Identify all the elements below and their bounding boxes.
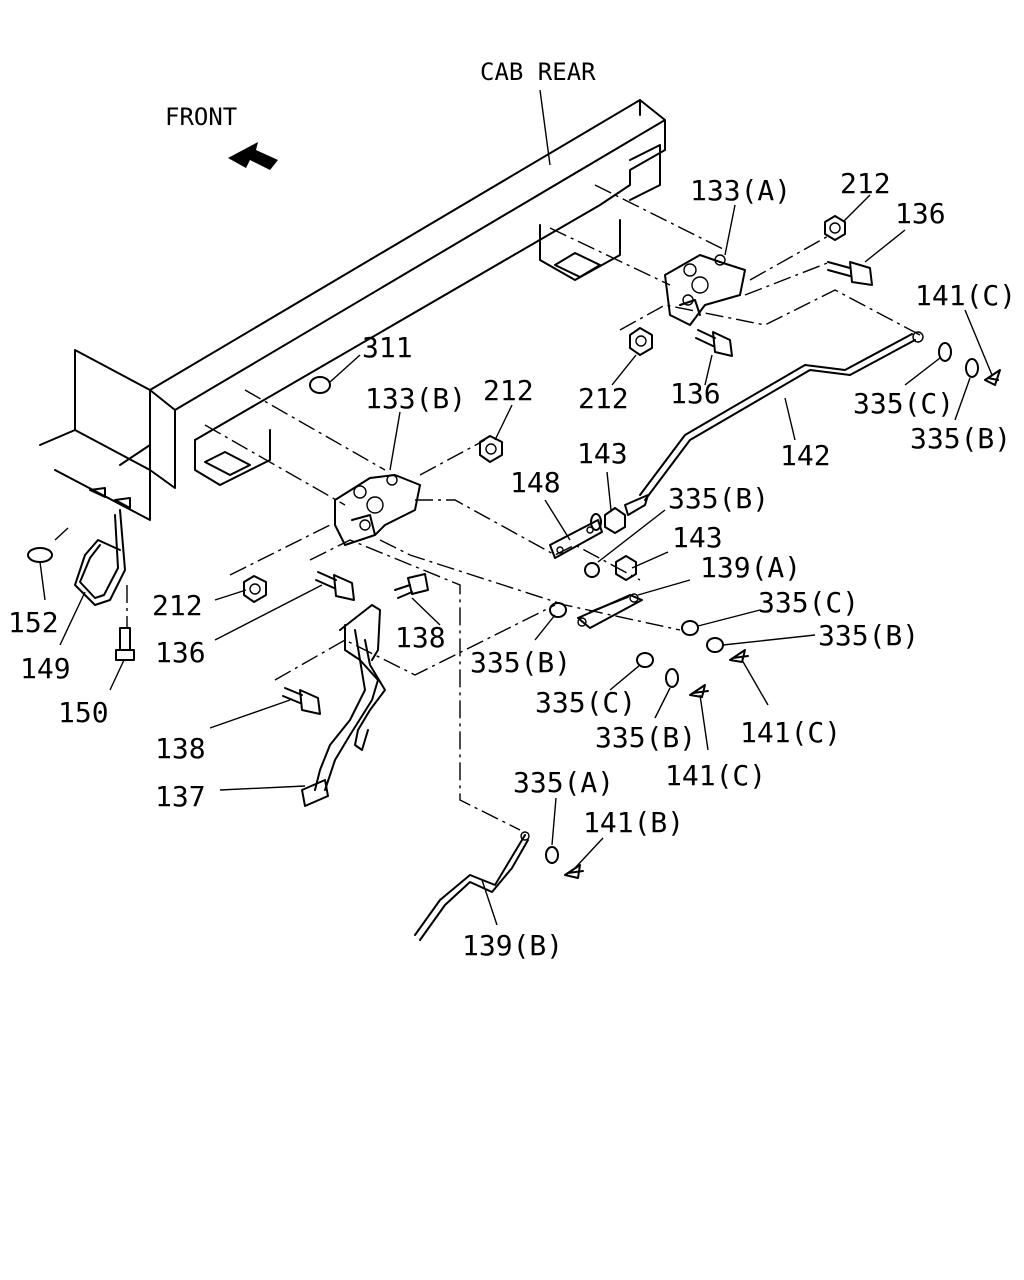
nut-212-top bbox=[824, 215, 846, 241]
bolt-138-lower bbox=[282, 687, 321, 715]
washer-335b-low2 bbox=[665, 668, 679, 688]
callout-139a: 139(A) bbox=[700, 551, 801, 584]
bracket-148 bbox=[549, 519, 603, 559]
callout-141b: 141(B) bbox=[583, 806, 684, 839]
cab-rear-cross-member bbox=[39, 99, 666, 521]
callout-139b: 139(B) bbox=[462, 929, 563, 962]
clip-141b bbox=[564, 864, 584, 879]
centerline-212-top bbox=[749, 234, 831, 281]
callout-212-mid: 212 bbox=[483, 374, 534, 407]
callout-136-left: 136 bbox=[155, 636, 206, 669]
nut-212-left bbox=[243, 575, 267, 603]
callout-311: 311 bbox=[362, 331, 413, 364]
bolt-136-top bbox=[827, 261, 873, 286]
leader-lines bbox=[39, 194, 993, 926]
callout-335a: 335(A) bbox=[513, 766, 614, 799]
callout-149: 149 bbox=[20, 652, 71, 685]
cab-rear-label: CAB REAR bbox=[480, 58, 596, 86]
callout-138-upper: 138 bbox=[395, 621, 446, 654]
washer-335a bbox=[545, 846, 559, 864]
centerline-139a bbox=[379, 539, 681, 631]
washer-335c-right bbox=[938, 342, 952, 362]
support-rod-149 bbox=[74, 509, 126, 606]
callout-212-left: 212 bbox=[152, 589, 203, 622]
centerline-133a-top bbox=[594, 184, 726, 251]
cab-rear-leader bbox=[539, 89, 551, 166]
centerline-133b-top bbox=[244, 389, 386, 471]
callout-137: 137 bbox=[155, 780, 206, 813]
link-139a bbox=[577, 593, 643, 629]
centerline-136-top bbox=[744, 261, 831, 296]
release-lever-137 bbox=[301, 604, 386, 807]
callout-133b: 133(B) bbox=[365, 382, 466, 415]
callout-136-top: 136 bbox=[895, 197, 946, 230]
centerline-139b bbox=[309, 539, 521, 831]
washer-335c-mid bbox=[681, 620, 699, 636]
callout-150: 150 bbox=[58, 696, 109, 729]
callout-152: 152 bbox=[8, 606, 59, 639]
front-label: FRONT bbox=[165, 103, 237, 131]
hood-lock-133a bbox=[664, 254, 746, 326]
nut-143-upper bbox=[604, 507, 626, 534]
plug-311 bbox=[309, 376, 331, 394]
rod-142 bbox=[624, 331, 924, 516]
callout-212-top: 212 bbox=[840, 167, 891, 200]
washer-335c-low bbox=[636, 652, 654, 668]
clip-141c-mid bbox=[729, 649, 749, 663]
callout-133a: 133(A) bbox=[690, 174, 791, 207]
callout-143-upper: 143 bbox=[577, 437, 628, 470]
callout-142: 142 bbox=[780, 439, 831, 472]
centerline-148 bbox=[415, 499, 641, 581]
washer-335b-far bbox=[706, 637, 724, 653]
callout-335b-low: 335(B) bbox=[470, 646, 571, 679]
clip-141c-low bbox=[689, 684, 709, 698]
callout-335b-right: 335(B) bbox=[910, 422, 1011, 455]
centerline-138 bbox=[274, 604, 556, 681]
callout-141c-mid: 141(C) bbox=[740, 716, 841, 749]
bolt-136-lower-a bbox=[695, 329, 733, 357]
centerline-133a-rod bbox=[619, 289, 921, 336]
callout-335c-right: 335(C) bbox=[853, 387, 954, 420]
washer-335b-right bbox=[965, 358, 979, 378]
nut-212-lower-a bbox=[629, 327, 653, 356]
callout-335b-far: 335(B) bbox=[818, 619, 919, 652]
bolt-136-left bbox=[315, 571, 355, 601]
callout-141c-low: 141(C) bbox=[665, 759, 766, 792]
centerline-212-mid bbox=[419, 439, 486, 476]
callout-143-lower: 143 bbox=[672, 521, 723, 554]
screw-150 bbox=[115, 627, 135, 661]
callout-148: 148 bbox=[510, 466, 561, 499]
callout-labels: 133(A) 212 136 141(C) 311 133(B) 212 212… bbox=[8, 167, 1016, 962]
nut-212-mid bbox=[479, 435, 503, 463]
callout-335c-low: 335(C) bbox=[535, 686, 636, 719]
callout-212-lower-a: 212 bbox=[578, 382, 629, 415]
callout-141c-top: 141(C) bbox=[915, 279, 1016, 312]
washer-335b-mid-upper bbox=[590, 513, 602, 531]
callout-335b-mid: 335(B) bbox=[668, 482, 769, 515]
hood-lock-133b bbox=[334, 474, 421, 546]
callout-335c-mid: 335(C) bbox=[758, 586, 859, 619]
bolt-138-upper bbox=[394, 573, 429, 599]
callout-136-lower-a: 136 bbox=[670, 377, 721, 410]
grommet-152 bbox=[27, 547, 53, 563]
centerline-133a-mid bbox=[549, 227, 671, 286]
centerline-212-left bbox=[229, 524, 331, 576]
washer-335b-low bbox=[549, 602, 567, 618]
clip-141c-top bbox=[984, 369, 1001, 386]
nut-143-lower bbox=[615, 555, 637, 581]
washer-335b-mid bbox=[584, 562, 600, 578]
rod-139b bbox=[414, 831, 530, 941]
centerline-133b-mid bbox=[204, 424, 346, 506]
front-arrow-icon bbox=[228, 142, 278, 170]
callout-335b-low2: 335(B) bbox=[595, 721, 696, 754]
callout-138-lower: 138 bbox=[155, 732, 206, 765]
